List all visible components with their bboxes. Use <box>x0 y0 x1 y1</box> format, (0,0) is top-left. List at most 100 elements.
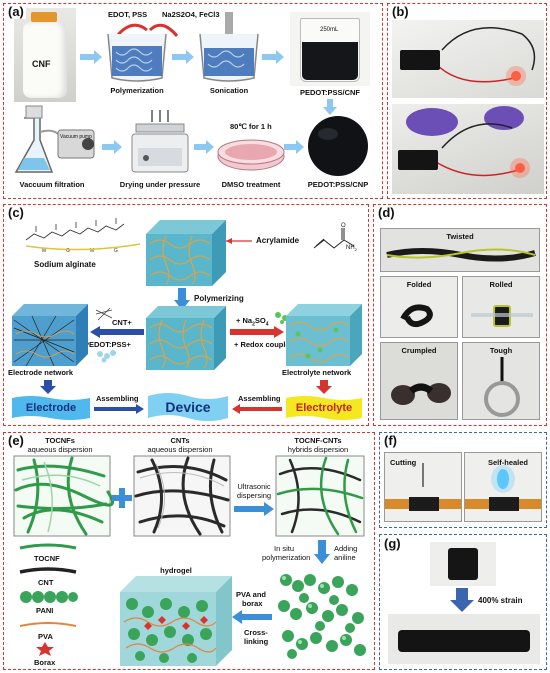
arrow-to-electrolyte-network <box>230 326 284 338</box>
pedot-cnf-beaker-photo: 250mL <box>290 12 370 86</box>
cnt-plus-label: CNT+ <box>112 318 132 327</box>
assembling-left-arrow <box>94 404 144 414</box>
panel-d <box>373 204 547 426</box>
svg-text:M: M <box>90 248 94 254</box>
tocnfs-title: TOCNFs <box>45 436 75 445</box>
twisted-photo <box>380 228 540 272</box>
svg-text:G: G <box>66 248 70 254</box>
step-drying: Drying under pressure <box>119 180 201 189</box>
crumpled-label: Crumpled <box>401 346 437 355</box>
self-healed-label: Self-healed <box>488 458 529 467</box>
arrow-to-dmso <box>194 140 214 154</box>
folded-label: Folded <box>406 280 432 289</box>
pva-borax-label: PVA and <box>236 590 267 599</box>
step-dmso: DMSO treatment <box>221 180 281 189</box>
panel-a-label: (a) <box>6 4 26 19</box>
tough-label: Tough <box>489 346 513 355</box>
polymerizing-arrow <box>174 288 190 310</box>
led-circuit-photo-top <box>392 20 544 98</box>
na2so4-text-rest: SO <box>254 316 266 325</box>
arrow-down-pani <box>314 540 330 564</box>
dispersing-label: dispersing <box>236 491 272 500</box>
arrow-to-pedot-cnp <box>284 140 304 154</box>
svg-text:O: O <box>341 223 346 229</box>
redox-label: + Redox couple <box>234 340 290 349</box>
legend-pva-swatch <box>19 622 77 627</box>
nh2-text: NH <box>346 245 355 251</box>
legend-pva-label: PVA <box>38 632 53 641</box>
rolled-photo <box>462 276 540 338</box>
panel-e <box>3 432 375 670</box>
na2so4-subscript-2: 4 <box>265 321 269 328</box>
electrode-network-label: Electrode network <box>8 368 74 377</box>
panel-e-label: (e) <box>6 433 26 448</box>
legend-pani-swatch <box>20 591 78 603</box>
hybrid-subtitle: hybrids dispersion <box>287 445 349 454</box>
ultrasonic-label: Ultrasonic <box>237 482 271 491</box>
pedot-dots-icon <box>97 350 116 363</box>
electrode-network-cube <box>12 304 88 367</box>
cutting-label: Cutting <box>390 458 417 467</box>
panel-g-label: (g) <box>382 536 403 551</box>
reagent-na2s2o4-fecl3: Na2S2O4, FeCl3 <box>162 10 220 19</box>
device-label: Device <box>165 399 211 415</box>
strain-label: 400% strain <box>478 596 523 605</box>
step-polymerization: Polymerization <box>110 86 164 95</box>
step-sonication: Sonication <box>209 86 249 95</box>
panel-c-label: (c) <box>6 205 26 220</box>
in-situ-label: In situ <box>274 544 295 553</box>
assembling-right-label: Assembling <box>238 394 281 403</box>
cnts-box <box>133 455 231 537</box>
assembling-left-label: Assembling <box>96 394 139 403</box>
legend-borax-label: Borax <box>34 658 56 667</box>
arrow-to-pedot-cnf <box>262 50 284 64</box>
acrylamide-label: Acrylamide <box>256 236 300 245</box>
polymerizing-label: Polymerizing <box>194 294 244 303</box>
acrylamide-arrow <box>226 238 252 244</box>
panel-b-label: (b) <box>390 4 411 19</box>
legend-tocnf-label: TOCNF <box>34 554 60 563</box>
sonication-beaker <box>199 12 259 82</box>
twisted-label: Twisted <box>446 232 474 241</box>
arrow-down-electrolyte <box>316 380 332 394</box>
cnts-subtitle: aqueous dispersion <box>147 445 213 454</box>
hydrogel-label: hydrogel <box>160 566 192 575</box>
legend-cnt-swatch <box>19 567 77 574</box>
crumpled-photo <box>380 342 458 420</box>
pedot-plus-label: PEDOT:PSS+ <box>84 340 131 349</box>
legend-tocnf-swatch <box>19 543 77 550</box>
cutting-photo <box>384 452 462 522</box>
cross-linking-arrow <box>232 610 272 624</box>
linking-label: linking <box>244 637 269 646</box>
reagent-edot-pss: EDOT, PSS <box>108 10 148 19</box>
cnt-cluster-icon <box>95 307 113 321</box>
ultrasonic-arrow <box>234 502 274 516</box>
panel-a <box>3 3 383 199</box>
aniline-label: aniline <box>334 553 356 562</box>
self-healed-photo <box>464 452 542 522</box>
vacuum-filtration-setup <box>14 105 95 173</box>
folded-photo <box>380 276 458 338</box>
beaker-volume-mark: 250mL <box>320 27 339 33</box>
tocnfs-subtitle: aqueous dispersion <box>27 445 93 454</box>
stretched-photo <box>388 614 540 664</box>
unstretched-photo <box>430 542 496 586</box>
led-circuit-photo-bottom <box>392 104 544 194</box>
legend-borax-swatch <box>36 642 54 656</box>
electrolyte-network-cube <box>286 304 362 366</box>
svg-text:G: G <box>114 248 118 254</box>
drying-press <box>131 110 189 173</box>
rolled-label: Rolled <box>489 280 513 289</box>
legend-pani-label: PANI <box>36 606 54 615</box>
dmso-condition: 80℃ for 1 h <box>230 122 272 131</box>
nh2-label: NH2 <box>346 245 357 253</box>
step-vacuum-filtration: Vaccuum filtration <box>19 180 85 189</box>
arrow-down-electrode <box>40 380 56 394</box>
adding-label: Adding <box>334 544 358 553</box>
arrow-to-sonication <box>172 50 194 64</box>
panel-c <box>3 204 369 426</box>
sodium-alginate-label: Sodium alginate <box>34 260 96 269</box>
device-banner <box>148 393 228 421</box>
polymerization-beaker <box>107 33 167 82</box>
